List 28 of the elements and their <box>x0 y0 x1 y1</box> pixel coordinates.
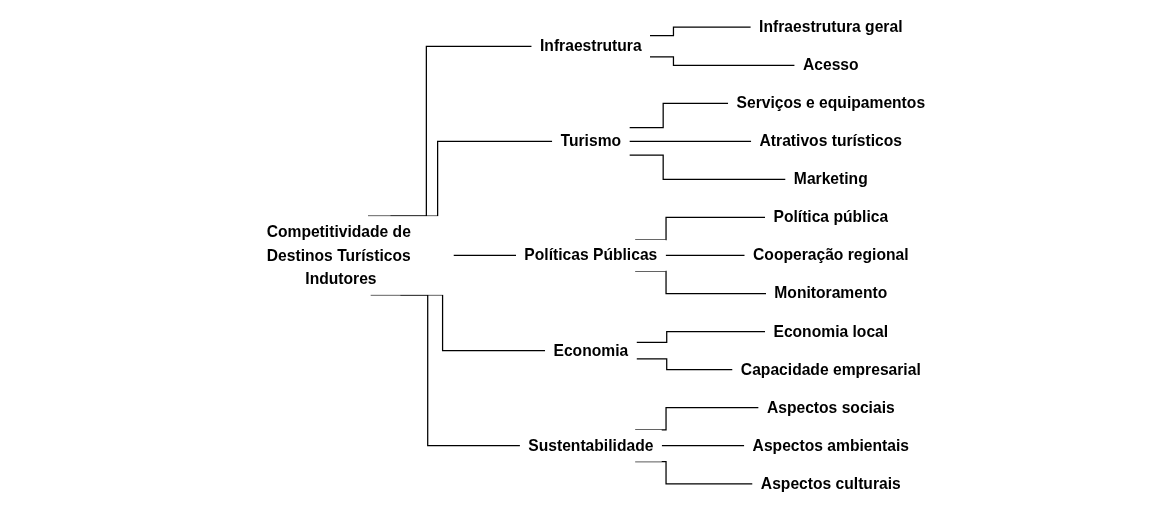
node-text: Aspectos sociais <box>767 398 895 416</box>
connector <box>661 445 745 447</box>
node-text: Capacidade empresarial <box>740 359 921 378</box>
node-text: Aspectos culturais <box>760 474 901 492</box>
connector <box>636 330 766 344</box>
node-text: Turismo <box>560 131 622 150</box>
connector <box>452 254 517 257</box>
node-text: Economia local <box>773 321 889 340</box>
node-text: Aspectos ambientais <box>752 436 910 454</box>
node-text: Infraestrutura <box>540 36 642 55</box>
node-text: Monitoramento <box>774 283 888 302</box>
node-text: Acesso <box>803 55 859 74</box>
connector <box>649 56 796 66</box>
node-text: Atrativos turísticos <box>759 131 903 150</box>
node-text: Marketing <box>793 169 868 188</box>
connector <box>367 45 533 217</box>
connector <box>636 358 734 371</box>
node-text: Economia <box>553 340 629 359</box>
connector <box>390 140 553 217</box>
node-text: Política pública <box>773 207 889 226</box>
connector <box>628 154 787 181</box>
connector <box>628 102 729 129</box>
node-text: Cooperação regional <box>753 245 909 264</box>
connector <box>665 254 746 257</box>
node-text: Infraestrutura geral <box>759 17 903 36</box>
connector <box>628 140 752 142</box>
node-text: Serviços e equipamentos <box>736 93 926 112</box>
connector <box>649 26 752 37</box>
